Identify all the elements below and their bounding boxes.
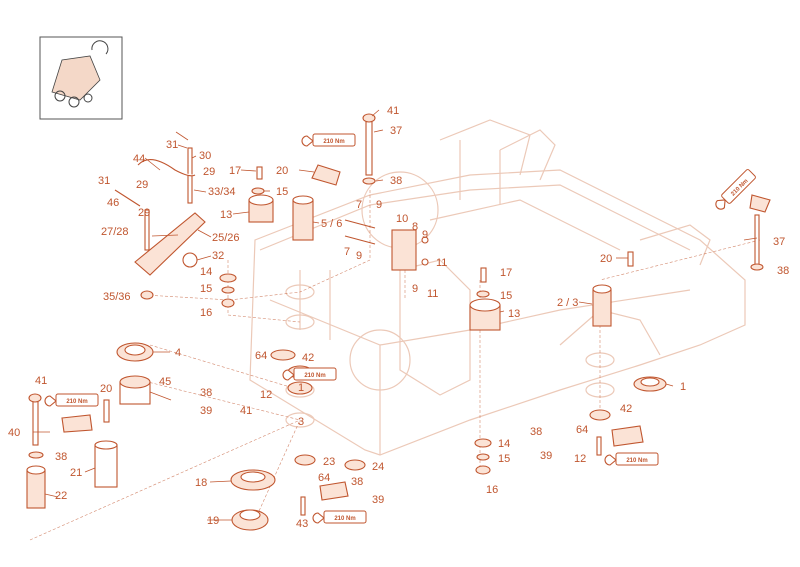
callout: 24 [372,461,384,473]
callout: 29 [138,207,150,219]
callout: 29 [203,166,215,178]
callout: 12 [574,453,586,465]
callout: 64 [576,424,588,436]
callout: 17 [500,267,512,279]
callout: 27/28 [101,226,129,238]
callout: 41 [387,105,399,117]
torque-label: 210 Nm [323,139,344,145]
callout: 20 [600,253,612,265]
callout: 38 [351,476,363,488]
callout: 8 [412,221,418,233]
callout: 20 [100,383,112,395]
callout: 1 [680,381,686,393]
callout: 11 [436,257,447,269]
torque-wrench-icon: 210 Nm [301,133,356,147]
callout: 38 [55,451,67,463]
callout: 33/34 [208,186,236,198]
callout: 43 [296,518,308,530]
callout: 46 [107,197,119,209]
machine-frame-outline [249,119,746,456]
callout: 17 [229,165,241,177]
callout: 38 [390,175,402,187]
torque-label: 210 Nm [304,373,325,379]
callout: 1 [298,382,304,394]
callout: 64 [255,350,267,362]
callout: 39 [540,450,552,462]
callout: 16 [486,484,498,496]
callout: 37 [773,236,785,248]
callout: 30 [199,150,211,162]
rotate-arrow-icon [91,40,109,55]
callout: 32 [212,250,224,262]
callout: 35/36 [103,291,131,303]
torque-wrench-icon: 210 Nm [312,510,367,524]
callout: 9 [356,250,362,262]
callout: 23 [323,456,335,468]
callout: 21 [70,467,82,479]
callout: 38 [200,387,212,399]
callout: 29 [136,179,148,191]
callout: 14 [200,266,212,278]
overview-thumbnail [39,36,123,120]
callout: 4 [175,347,181,359]
callout: 9 [422,229,428,241]
callout: 13 [508,308,520,320]
torque-wrench-icon: 210 Nm [282,367,337,381]
callout: 31 [98,175,110,187]
torque-wrench-icon: 210 Nm [44,393,99,407]
callout: 9 [412,283,418,295]
callout: 38 [530,426,542,438]
callout: 9 [376,199,382,211]
callout: 45 [159,376,171,388]
callout: 39 [200,405,212,417]
callout: 31 [166,139,178,151]
callout-labels: 41 37 38 20 31 30 29 44 17 15 33/34 31 2… [8,105,789,530]
callout: 42 [302,352,314,364]
callout: 38 [777,265,789,277]
callout: 20 [276,165,288,177]
callout: 40 [8,427,20,439]
callout: 7 [356,199,362,211]
leader-lines [33,109,758,521]
callout: 44 [133,153,145,165]
callout: 39 [372,494,384,506]
torque-wrench-icon: 210 Nm [715,169,756,210]
callout: 16 [200,307,212,319]
callout: 10 [396,213,408,225]
callout: 41 [240,405,252,417]
callout: 15 [498,453,510,465]
torque-label: 210 Nm [626,458,647,464]
callout: 14 [498,438,510,450]
callout: 15 [200,283,212,295]
callout: 13 [220,209,232,221]
torque-wrench-icon: 210 Nm [604,452,659,466]
callout: 22 [55,490,67,502]
callout: 12 [260,389,272,401]
callout: 37 [390,125,402,137]
callout: 18 [195,477,207,489]
callout: 7 [344,246,350,258]
callout: 15 [276,186,288,198]
callout: 3 [298,416,304,428]
callout: 64 [318,472,330,484]
callout: 2 / 3 [557,297,578,309]
callout: 19 [207,515,219,527]
callout: 5 / 6 [321,218,342,230]
callout: 11 [427,288,438,300]
callout: 15 [500,290,512,302]
callout: 41 [35,375,47,387]
callout: 25/26 [212,232,240,244]
torque-label: 210 Nm [66,399,87,405]
torque-label: 210 Nm [334,516,355,522]
callout: 42 [620,403,632,415]
